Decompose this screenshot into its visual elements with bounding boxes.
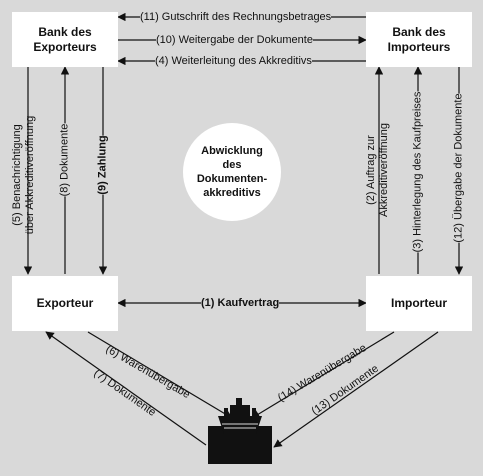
center-circle: Abwicklung des Dokumenten- akkreditivs [183,123,281,221]
label-1: (1) Kaufvertrag [201,297,280,310]
label-2: (2) Auftrag zur Akkreditiveröffnung [365,123,390,217]
bank-exporteur-box: Bank des Exporteurs [12,12,118,67]
importeur-box: Importeur [366,276,472,331]
arrow-14 [251,331,395,419]
label-3: (3) Hinterlegung des Kaufpreises [411,91,425,253]
label-11: (11) Gutschrift des Rechnungsbetrages [140,11,332,24]
arrow-6 [87,331,233,419]
exporteur-box: Exporteur [12,276,118,331]
label-8: (8) Dokumente [58,123,72,197]
ship-icon [208,398,272,464]
label-9: (9) Zahlung [96,135,110,195]
label-4: (4) Weiterleitung des Akkreditivs [155,55,312,68]
label-10: (10) Weitergabe der Dokumente [156,34,313,47]
arrow-7 [45,331,207,446]
label-12: (12) Übergabe der Dokumente [452,93,466,243]
arrow-13 [273,331,439,448]
label-5: (5) Benachrichtigung über Akkreditiveröf… [11,115,36,235]
bank-importeur-box: Bank des Importeurs [366,12,472,67]
